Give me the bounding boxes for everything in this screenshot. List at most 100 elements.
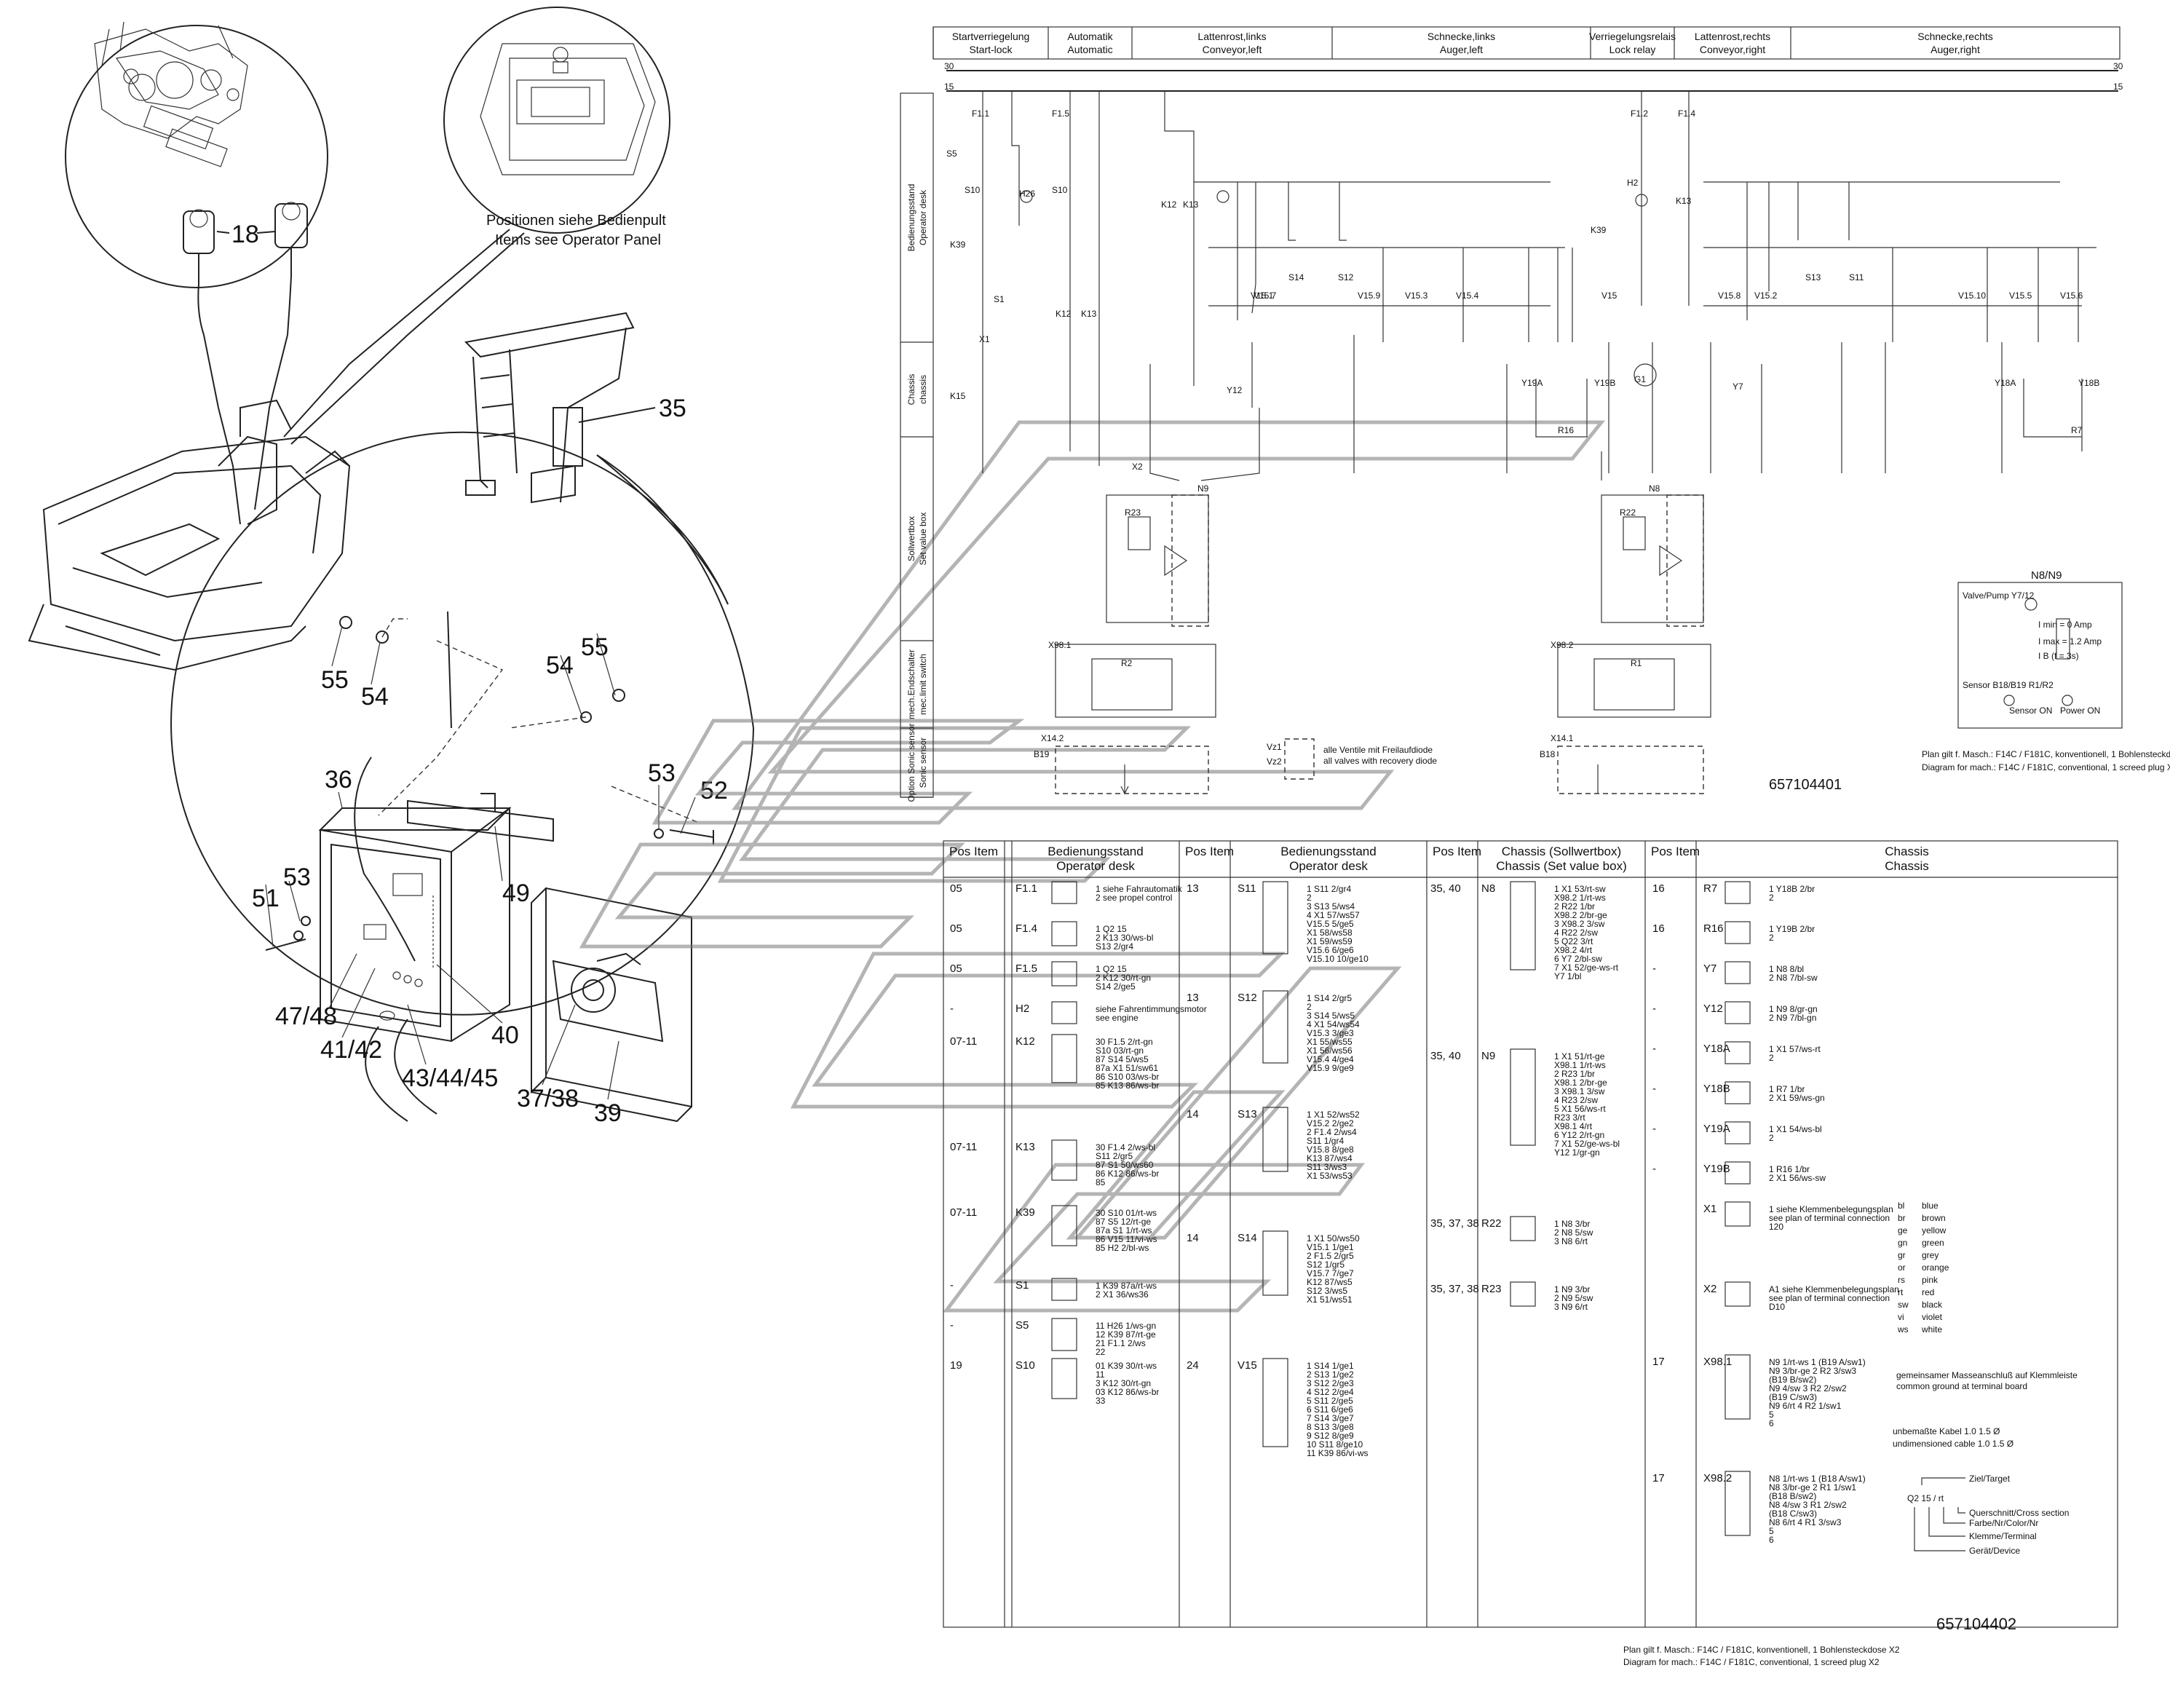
table-row-line: 11 H26 1/ws-gn xyxy=(1096,1321,1156,1331)
color-name: pink xyxy=(1922,1275,1939,1285)
table-row-line: V15.2 2/ge2 xyxy=(1307,1118,1354,1128)
table-row-pos: 13 xyxy=(1187,882,1199,895)
table-row-line: 2 xyxy=(1307,1002,1312,1012)
key-diagram xyxy=(1914,1477,1965,1551)
table-row-line: 1 siehe Fahrautomatik xyxy=(1096,884,1183,894)
table-row-line: V15.9 9/ge9 xyxy=(1307,1063,1354,1073)
component-label: H2 xyxy=(1627,178,1639,188)
component-label: S5 xyxy=(946,149,957,159)
component-label: V15.2 xyxy=(1754,290,1778,301)
color-name: black xyxy=(1922,1300,1943,1310)
table-row-pos: - xyxy=(1652,1163,1656,1175)
table-row-item: N9 xyxy=(1481,1050,1495,1062)
table-row-line: 87 S5 12/rt-ge xyxy=(1096,1217,1151,1227)
table-row-line: 86 V15 11/vi-ws xyxy=(1096,1234,1157,1244)
table-row-line: 5 Q22 3/rt xyxy=(1554,936,1593,946)
component-label: S11 xyxy=(1849,272,1864,282)
table-row-line: N9 3/br-ge 2 R2 3/sw3 xyxy=(1769,1366,1856,1376)
table-row-line: 3 S13 5/ws4 xyxy=(1307,901,1355,912)
legend-ib: I B (f = 3s) xyxy=(2038,651,2079,661)
ground-note-en: common ground at terminal board xyxy=(1896,1381,2027,1391)
table-row-item: S1 xyxy=(1015,1279,1029,1292)
column-header: Verriegelungsrelais xyxy=(1589,31,1676,42)
table-row-line: 1 R7 1/br xyxy=(1769,1084,1805,1094)
section-label-en: Sonic sensor xyxy=(918,738,928,788)
table-row-line: 7 X1 52/ge-ws-rt xyxy=(1554,962,1619,973)
table-row-item: K12 xyxy=(1015,1035,1035,1048)
table-row-pos: 16 xyxy=(1652,922,1665,935)
component-label: R7 xyxy=(2071,425,2083,435)
table-row-line: S12 3/ws5 xyxy=(1307,1286,1347,1296)
color-code: gn xyxy=(1898,1238,1907,1248)
table-row-line: S11 2/gr5 xyxy=(1096,1151,1133,1161)
component-label: F1.5 xyxy=(1052,108,1069,119)
legend-sensor: Sensor B18/B19 R1/R2 xyxy=(1963,680,2054,690)
table-row-line: 30 F1.4 2/ws-bl xyxy=(1096,1142,1155,1152)
panel-drawing xyxy=(480,43,656,175)
component-label: V15.1 xyxy=(1251,290,1274,301)
component-label: X14.2 xyxy=(1041,733,1064,743)
table-row-line: 1 X1 51/rt-ge xyxy=(1554,1051,1605,1061)
component-label: R23 xyxy=(1125,507,1141,518)
component-label: Y7 xyxy=(1733,381,1743,392)
color-code: br xyxy=(1898,1213,1906,1223)
bracket-drawing xyxy=(464,312,635,504)
table-row-line: 3 N8 6/rt xyxy=(1554,1236,1588,1246)
column-header-en: Conveyor,left xyxy=(1203,44,1262,55)
table-row-pos: - xyxy=(1652,962,1656,975)
table-row-line: 21 F1.1 2/ws xyxy=(1096,1338,1146,1348)
component-label: B19 xyxy=(1034,749,1050,759)
table-row-line: X98.1 1/rt-ws xyxy=(1554,1060,1606,1070)
table-header-en: Chassis (Set value box) xyxy=(1496,859,1627,873)
component-label: K12 xyxy=(1161,199,1177,210)
table-row-line: 1 Q2 15 xyxy=(1096,924,1127,934)
component-label: N8 xyxy=(1649,483,1660,494)
diode-note: alle Ventile mit Freilaufdiode xyxy=(1323,745,1433,755)
table-row-pos: - xyxy=(950,1319,954,1332)
table-row-pos: 07-11 xyxy=(950,1035,977,1048)
table-row-item: S13 xyxy=(1238,1108,1257,1120)
component-label: R22 xyxy=(1620,507,1636,518)
component-label: H26 xyxy=(1019,189,1035,199)
illustration: 18 Positionen siehe Bedienpult Items see… xyxy=(28,7,754,1127)
section-label: Sollwertbox xyxy=(906,516,916,561)
table-row-item: R22 xyxy=(1481,1217,1502,1230)
table-row-line: 12 K39 87/rt-ge xyxy=(1096,1329,1156,1340)
table-row-line: V15.7 7/ge7 xyxy=(1307,1268,1354,1278)
table-row-line: 6 xyxy=(1769,1418,1774,1428)
table-row-line: (B19 B/sw2) xyxy=(1769,1375,1816,1385)
table-row-pos: 17 xyxy=(1652,1356,1665,1368)
table-row-line: 3 X98.1 3/sw xyxy=(1554,1086,1605,1096)
table-row-line: 1 R16 1/br xyxy=(1769,1164,1810,1174)
component-label: V15.5 xyxy=(2009,290,2032,301)
color-name: violet xyxy=(1922,1312,1943,1322)
schematic-note: Plan gilt f. Masch.: F14C / F181C, konve… xyxy=(1922,749,2170,759)
item-label: 51 xyxy=(252,885,280,912)
component-label: F1.2 xyxy=(1631,108,1648,119)
connector-plug-right xyxy=(274,202,308,336)
table-row-line: see engine xyxy=(1096,1013,1139,1023)
table-row-item: Y19B xyxy=(1703,1163,1730,1175)
table-row-item: F1.1 xyxy=(1015,882,1037,895)
component-label: X1 xyxy=(979,334,990,344)
section-label: Bedienungsstand xyxy=(906,184,916,252)
table-row-line: Y7 1/bl xyxy=(1554,971,1581,981)
item-label: 53 xyxy=(648,759,676,787)
table-row-line: 86 K12 86/ws-br xyxy=(1096,1169,1159,1179)
legend-imax: I max = 1.2 Amp xyxy=(2038,636,2102,647)
table-row-item: S5 xyxy=(1015,1319,1029,1332)
table-row-line: 1 Q2 15 xyxy=(1096,964,1127,974)
table-row-line: 9 S12 8/ge9 xyxy=(1307,1431,1354,1441)
table-row-item: S12 xyxy=(1238,992,1257,1004)
component-label: B18 xyxy=(1540,749,1556,759)
component-label: F1.4 xyxy=(1678,108,1695,119)
table-row-line: 3 S12 2/ge3 xyxy=(1307,1378,1354,1388)
color-name: orange xyxy=(1922,1262,1949,1273)
section-label: Chassis xyxy=(906,374,916,406)
color-name: grey xyxy=(1922,1250,1939,1260)
component-label: S10 xyxy=(1052,185,1068,195)
connector-block-drawing xyxy=(94,21,248,167)
table-row-line: 2 K12 30/rt-gn xyxy=(1096,973,1151,983)
table-row-pos: - xyxy=(950,1279,954,1292)
